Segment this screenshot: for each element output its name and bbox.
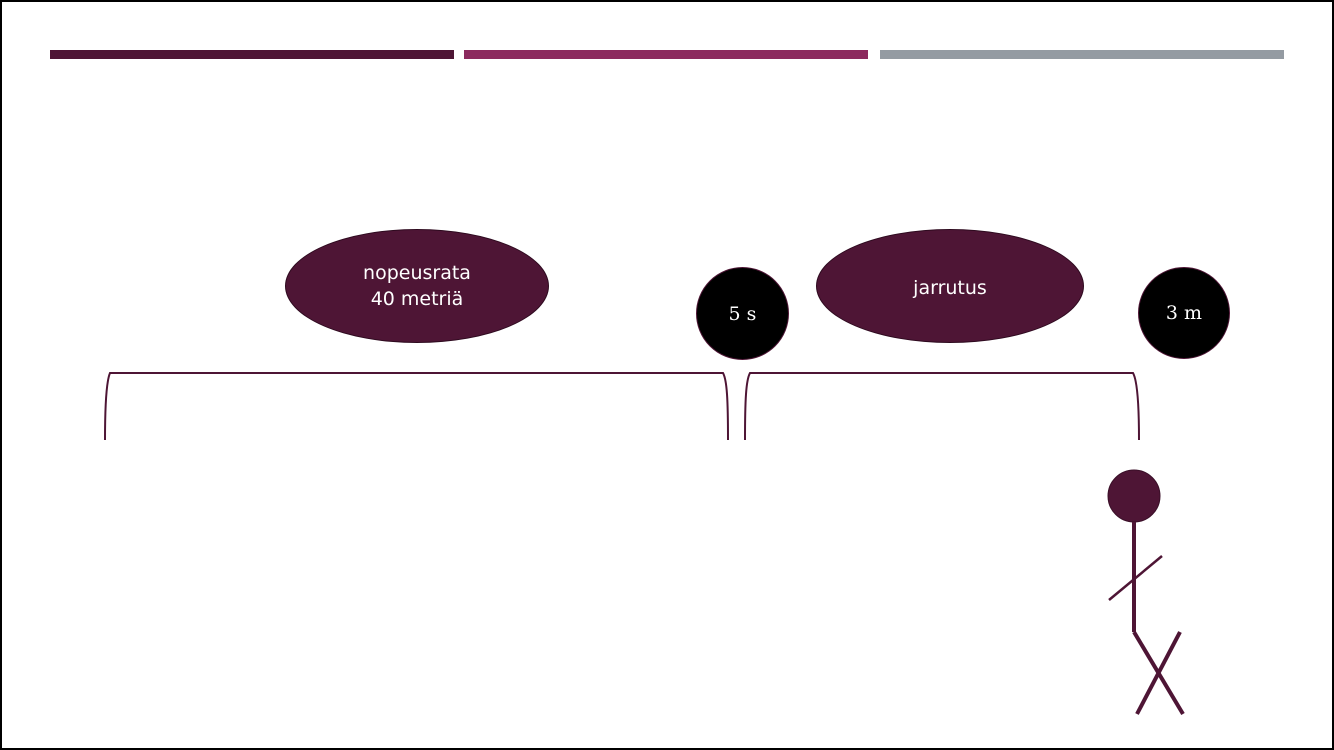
figure-leg-right xyxy=(1135,631,1182,715)
bracket-braking xyxy=(744,372,1140,441)
speed-track-label: nopeusrata 40 metriä xyxy=(363,262,471,310)
accent-bar-gray xyxy=(880,50,1284,59)
distance-label: 3 m xyxy=(1165,302,1203,324)
figure-head xyxy=(1107,469,1161,523)
accent-bar-magenta xyxy=(464,50,868,59)
braking-label: jarrutus xyxy=(913,277,987,299)
speed-track-ellipse: nopeusrata 40 metriä xyxy=(285,229,549,343)
stick-figure-pedestrian xyxy=(1107,469,1185,716)
time-circle: 5 s xyxy=(696,267,789,360)
accent-bar-dark xyxy=(50,50,454,59)
figure-arm xyxy=(1108,555,1163,601)
distance-circle: 3 m xyxy=(1138,267,1230,359)
time-label: 5 s xyxy=(728,302,757,325)
bracket-speed-track xyxy=(104,372,729,441)
braking-ellipse: jarrutus xyxy=(816,229,1084,343)
